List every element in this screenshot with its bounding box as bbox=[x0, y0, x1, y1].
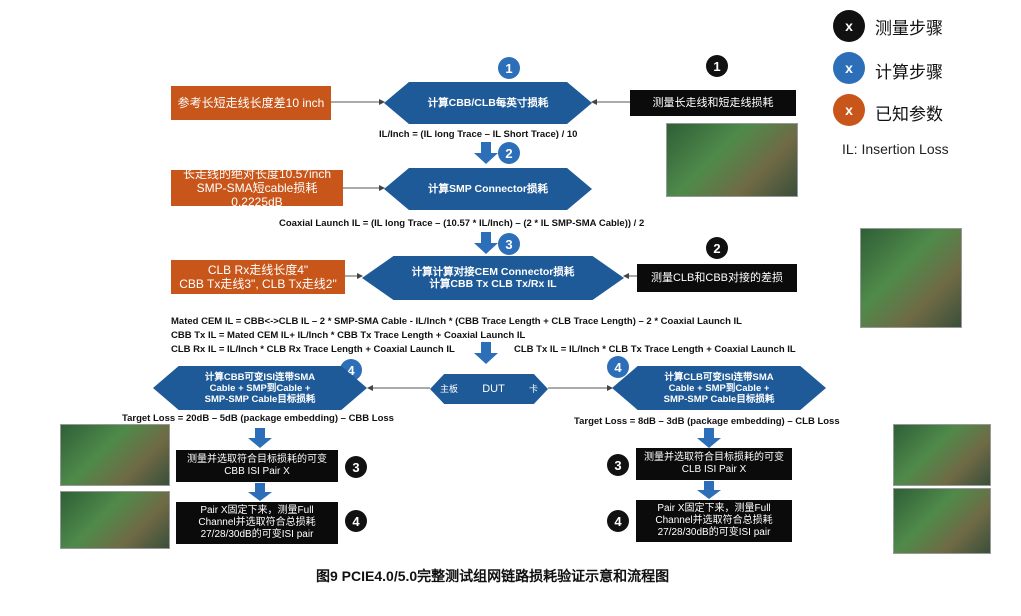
legend-measure-marker: x bbox=[833, 10, 865, 42]
legend-calc-label: 计算步骤 bbox=[875, 63, 943, 82]
board-photo-right-1 bbox=[893, 424, 991, 486]
right-target-formula: Target Loss = 8dB – 3dB (package embeddi… bbox=[574, 416, 840, 427]
down-arrow-right-2 bbox=[697, 481, 721, 499]
step1-known-box: 参考长短走线长度差10 inch bbox=[171, 86, 331, 120]
dut-center-label: DUT bbox=[482, 383, 505, 395]
step1-number: 1 bbox=[498, 57, 520, 79]
step2-known-box: 长走线的绝对长度10.57inch SMP-SMA短cable损耗0.2225d… bbox=[171, 167, 343, 209]
right-measure3-box: 测量并选取符合目标损耗的可变 CLB ISI Pair X bbox=[636, 448, 792, 480]
down-arrow-1 bbox=[474, 142, 498, 164]
left-target-formula: Target Loss = 20dB – 5dB (package embedd… bbox=[122, 413, 394, 424]
legend-known-label: 已知参数 bbox=[875, 105, 943, 124]
right-measure4-number: 4 bbox=[607, 510, 629, 532]
board-photo-1 bbox=[666, 123, 798, 197]
board-photo-2 bbox=[860, 228, 962, 328]
step3-number: 3 bbox=[498, 233, 520, 255]
left-measure4-box: Pair X固定下来，测量Full Channel并选取符合总损耗 27/28/… bbox=[176, 502, 338, 544]
left-measure3-box: 测量并选取符合目标损耗的可变 CBB ISI Pair X bbox=[176, 450, 338, 482]
right-calc-hex: 计算CLB可变ISI连带SMA Cable + SMP到Cable + SMP-… bbox=[612, 366, 826, 410]
step3-calc-hex: 计算计算对接CEM Connector损耗 计算CBB Tx CLB Tx/Rx… bbox=[362, 256, 624, 300]
dut-hex: 主板 DUT 卡 bbox=[430, 374, 548, 404]
step3-formula-2: CBB Tx IL = Mated CEM IL+ IL/Inch * CBB … bbox=[171, 330, 526, 341]
legend-il-note: IL: Insertion Loss bbox=[842, 141, 949, 157]
step1-formula: IL/Inch = (IL long Trace – IL Short Trac… bbox=[379, 129, 578, 140]
down-arrow-3 bbox=[474, 342, 498, 364]
dut-left-label: 主板 bbox=[440, 384, 459, 394]
step2-formula: Coaxial Launch IL = (IL long Trace – (10… bbox=[279, 218, 645, 229]
down-arrow-2 bbox=[474, 232, 498, 254]
left-measure4-number: 4 bbox=[345, 510, 367, 532]
legend-measure-label: 测量步骤 bbox=[875, 19, 943, 38]
step3-measure-number: 2 bbox=[706, 237, 728, 259]
right-measure3-number: 3 bbox=[607, 454, 629, 476]
step3-formula-4: CLB Tx IL = IL/Inch * CLB Tx Trace Lengt… bbox=[514, 344, 796, 355]
board-photo-right-2 bbox=[893, 488, 991, 554]
figure-caption: 图9 PCIE4.0/5.0完整测试组网链路损耗验证示意和流程图 bbox=[316, 568, 670, 584]
step1-measure-box: 测量长走线和短走线损耗 bbox=[630, 90, 796, 116]
step3-measure-box: 测量CLB和CBB对接的差损 bbox=[637, 264, 797, 292]
step2-calc-hex: 计算SMP Connector损耗 bbox=[384, 168, 592, 210]
down-arrow-left-1 bbox=[248, 428, 272, 448]
step1-measure-number: 1 bbox=[706, 55, 728, 77]
legend-calc-marker: x bbox=[833, 52, 865, 84]
board-photo-left-2 bbox=[60, 491, 170, 549]
left-measure3-number: 3 bbox=[345, 456, 367, 478]
down-arrow-left-2 bbox=[248, 483, 272, 501]
legend-known-marker: x bbox=[833, 94, 865, 126]
dut-right-label: 卡 bbox=[528, 384, 538, 394]
step2-number: 2 bbox=[498, 142, 520, 164]
right-step4-number: 4 bbox=[607, 356, 629, 378]
step3-known-box: CLB Rx走线长度4" CBB Tx走线3", CLB Tx走线2" bbox=[171, 260, 345, 294]
step3-formula-3: CLB Rx IL = IL/Inch * CLB Rx Trace Lengt… bbox=[171, 344, 455, 355]
step1-calc-hex: 计算CBB/CLB每英寸损耗 bbox=[384, 82, 592, 124]
step3-formula-1: Mated CEM IL = CBB<->CLB IL – 2 * SMP-SM… bbox=[171, 316, 742, 327]
left-calc-hex: 计算CBB可变ISI连带SMA Cable + SMP到Cable + SMP-… bbox=[153, 366, 367, 410]
board-photo-left-1 bbox=[60, 424, 170, 486]
right-measure4-box: Pair X固定下来，测量Full Channel并选取符合总损耗 27/28/… bbox=[636, 500, 792, 542]
down-arrow-right-1 bbox=[697, 428, 721, 448]
